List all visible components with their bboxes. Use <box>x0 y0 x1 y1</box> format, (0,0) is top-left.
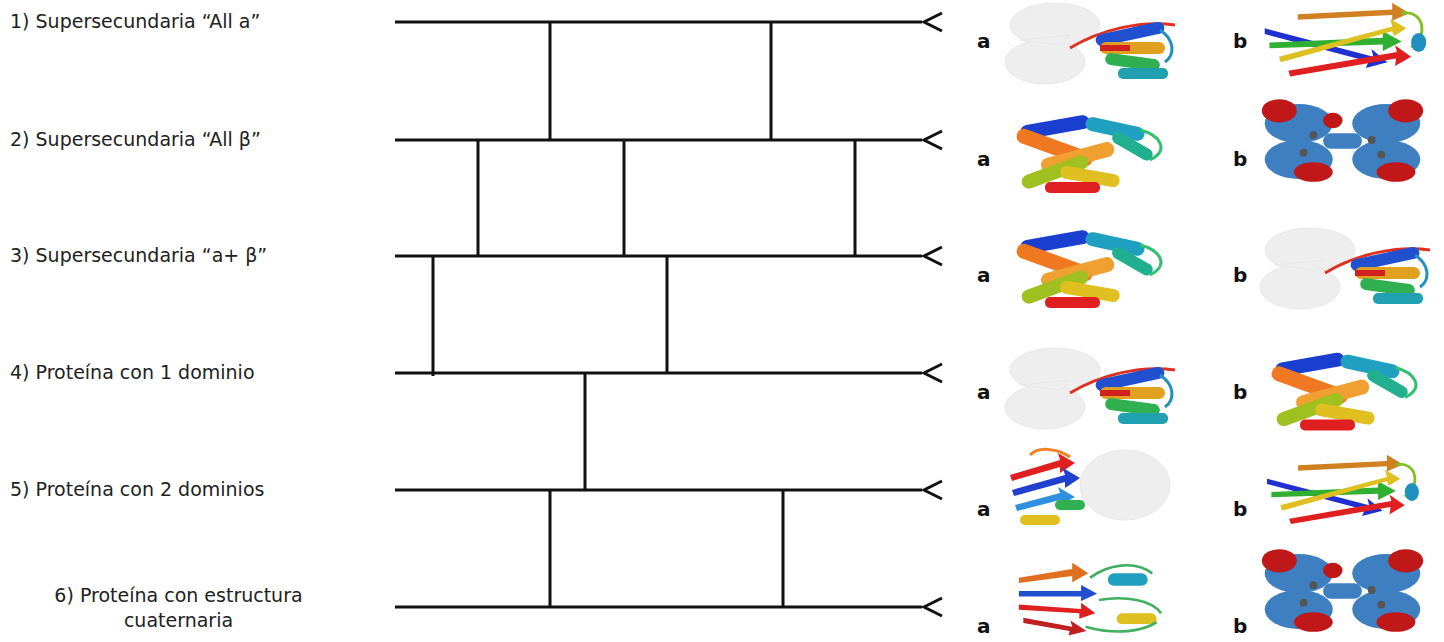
option-label: 5) Proteína con 2 dominios <box>10 477 264 502</box>
option-label: 4) Proteína con 1 dominio <box>10 360 255 385</box>
option-label: 6) Proteína con estructura cuaternaria <box>6 583 351 633</box>
choice-letter: b <box>1233 498 1247 520</box>
choice-letter: a <box>977 264 991 286</box>
choice-letter: b <box>1233 148 1247 170</box>
choice-brackets <box>924 13 942 616</box>
choice-letter: a <box>977 381 991 403</box>
choice-letter: a <box>977 615 991 637</box>
option-label: 1) Supersecundaria “All a” <box>10 9 260 34</box>
choice-letter: b <box>1233 615 1247 637</box>
choice-letter: b <box>1233 30 1247 52</box>
choice-letter: b <box>1233 381 1247 403</box>
protein-images <box>1005 3 1430 636</box>
choice-letter: a <box>977 30 991 52</box>
ladder-lines <box>395 22 922 607</box>
choice-letter: a <box>977 148 991 170</box>
option-label: 3) Supersecundaria “a+ β” <box>10 243 267 268</box>
option-label: 2) Supersecundaria “All β” <box>10 127 261 152</box>
choice-letter: a <box>977 498 991 520</box>
choice-letter: b <box>1233 264 1247 286</box>
